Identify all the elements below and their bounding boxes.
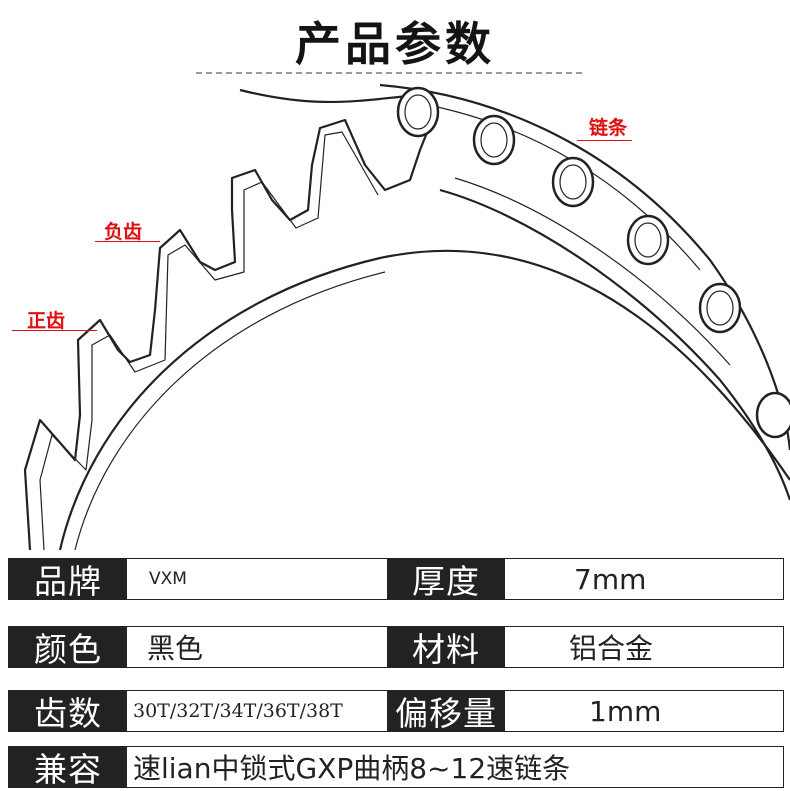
spec-row-teeth: 齿数 30T/32T/34T/36T/38T 偏移量 1mm: [8, 690, 784, 733]
callout-negative-tooth-line: [95, 241, 160, 242]
ring-teeth: [23, 118, 430, 550]
chain-inner-edge: [439, 188, 790, 501]
spec-value: 1mm: [589, 694, 662, 728]
spec-value: VXM: [149, 569, 187, 589]
spec-label: 颜色: [9, 627, 127, 669]
spec-label: 材料: [387, 627, 505, 669]
spec-label: 偏移量: [387, 691, 505, 733]
chain-roller: [472, 114, 516, 166]
ring-top: [239, 88, 421, 104]
chain-rollers: [396, 86, 790, 439]
chain-roller: [626, 214, 670, 266]
callout-positive-tooth-line: [12, 330, 97, 331]
chain-roller: [551, 156, 595, 208]
spec-value: 7mm: [574, 562, 647, 596]
spec-label: 品牌: [9, 559, 127, 601]
spec-value: 铝合金: [569, 632, 654, 665]
ring-teeth-inner: [39, 131, 379, 550]
ring-inner-edge: [58, 249, 790, 550]
page-title: 产品参数: [295, 17, 495, 71]
chain-roller: [396, 86, 440, 138]
callout-chain: 链条: [589, 117, 628, 139]
chain-roller: [698, 282, 742, 334]
chainring-diagram: [23, 83, 790, 550]
spec-row-brand: 品牌 VXM 厚度 7mm: [8, 558, 784, 601]
callout-chain-line: [577, 140, 632, 141]
spec-label: 厚度: [387, 559, 505, 601]
spec-row-compat: 兼容 速lian中锁式GXP曲柄8~12速链条: [8, 746, 784, 789]
ring-inner-edge-2: [74, 271, 386, 550]
spec-value: 黑色: [147, 632, 204, 665]
callout-positive-tooth: 正齿: [27, 310, 66, 332]
spec-value: 速lian中锁式GXP曲柄8~12速链条: [133, 752, 571, 785]
chain-roller: [755, 391, 790, 439]
spec-label: 兼容: [9, 747, 127, 789]
spec-value: 30T/32T/34T/36T/38T: [133, 700, 343, 722]
title-divider: [196, 72, 582, 74]
chain-outer-edge: [379, 83, 790, 451]
spec-row-color: 颜色 黑色 材料 铝合金: [8, 626, 784, 669]
spec-label: 齿数: [9, 691, 127, 733]
callout-negative-tooth: 负齿: [104, 221, 143, 243]
